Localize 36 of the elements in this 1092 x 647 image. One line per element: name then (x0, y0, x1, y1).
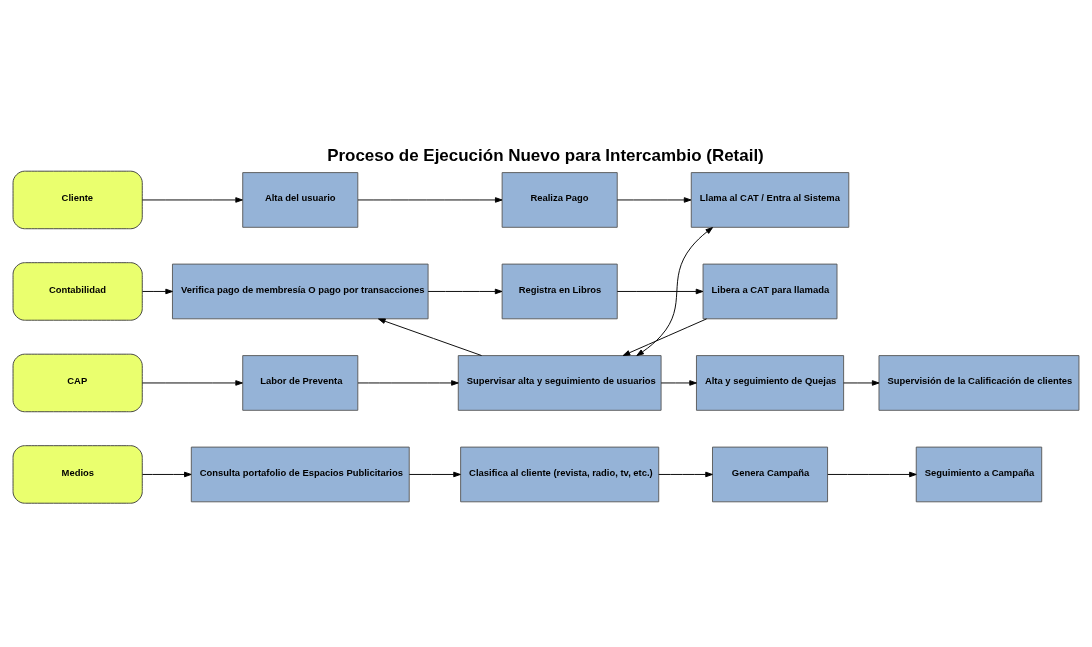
node-box: Libera a CAT para llamada (702, 263, 838, 319)
node-box: Verifica pago de membresía O pago por transacciones (172, 263, 429, 319)
arrow (616, 196, 692, 203)
arrow (141, 288, 173, 294)
arrow (357, 379, 459, 386)
node-box: Supervisión de la Calificación de clientes (878, 354, 1080, 411)
arrow (141, 471, 192, 477)
arrow (427, 288, 503, 294)
node-box: Genera Campaña (712, 446, 829, 502)
node-box: Llama al CAT / Entra al Sistema (690, 171, 850, 228)
node-box: Seguimiento a Campaña (915, 446, 1043, 502)
arrow (378, 317, 482, 356)
node-box: Labor de Preventa (242, 354, 359, 411)
node-box: CAP (12, 353, 143, 412)
node-box: Contabilidad (12, 261, 143, 321)
arrow (616, 288, 704, 294)
arrow (357, 196, 503, 203)
node-box: Realiza Pago (501, 171, 618, 228)
node-box: Alta y seguimiento de Quejas (696, 354, 845, 411)
arrow (660, 379, 697, 386)
node-box: Cliente (12, 170, 143, 229)
node-box: Registra en Libros (501, 263, 618, 319)
arrow (141, 196, 243, 203)
node-box: Alta del usuario (242, 171, 359, 228)
diagram-title: Proceso de Ejecución Nuevo para Intercambio (Retail) (327, 145, 764, 165)
arrow (658, 471, 713, 477)
arrow (636, 226, 713, 356)
arrow (843, 379, 880, 386)
arrow (827, 471, 917, 477)
arrow (141, 379, 243, 386)
arrow (622, 317, 708, 356)
arrow (408, 471, 461, 477)
node-box: Medios (12, 444, 143, 504)
node-box: Supervisar alta y seguimiento de usuarios (457, 354, 662, 411)
node-box: Consulta portafolio de Espacios Publicitarios (190, 446, 410, 502)
node-box: Clasifica al cliente (revista, radio, tv, etc.) (460, 446, 660, 502)
